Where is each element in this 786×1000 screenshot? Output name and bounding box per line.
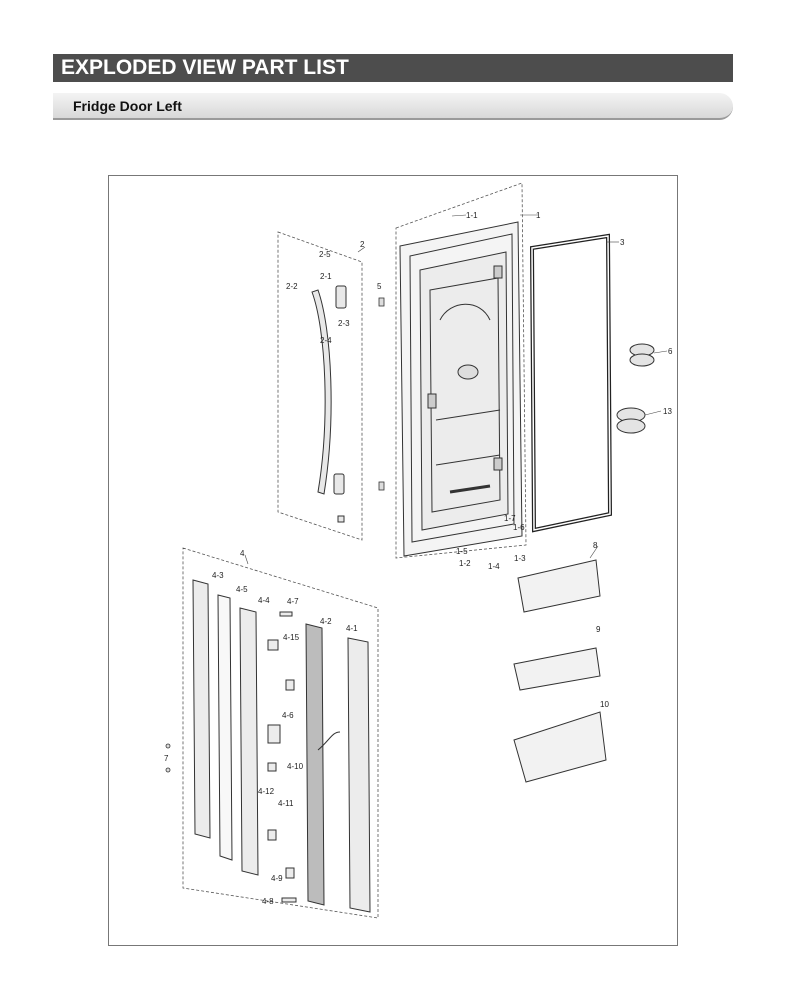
callout-2-5: 2-5 [319,250,331,259]
callout-1-4: 1-4 [488,562,500,571]
part-4-10 [267,762,277,772]
part-4-4 [239,607,259,876]
callout-4-9: 4-9 [271,874,283,883]
part-4-15 [267,639,279,651]
callout-4-12: 4-12 [258,787,275,796]
callout-13: 13 [663,407,672,416]
callout-1: 1 [536,211,541,220]
callout-4-10: 4-10 [287,762,304,771]
handle-group-boundary [277,231,363,541]
callout-6: 6 [668,347,673,356]
callout-1-5: 1-5 [456,547,468,556]
callout-8: 8 [593,541,598,550]
part-4-13 [267,829,277,841]
callout-9: 9 [596,625,601,634]
section-title: Fridge Door Left [73,98,182,114]
callout-4-11: 4-11 [278,799,294,808]
callout-7: 7 [164,754,169,763]
part-4-6 [267,724,281,744]
screws [165,297,385,773]
bin-10 [513,711,607,783]
callout-2-2: 2-2 [286,282,298,291]
part-4-8 [281,897,297,903]
callout-10: 10 [600,700,609,709]
bin-8 [517,559,601,613]
callout-4-4: 4-4 [258,596,270,605]
bin-9 [513,647,601,691]
callout-4-6: 4-6 [282,711,294,720]
part-4-5 [217,594,233,861]
callout-labels: 1 1-1 1-2 1-3 1-4 1-5 1-6 1-7 2 2-1 2-2 … [164,211,673,906]
door-group-boundary [395,182,527,559]
section-header: Fridge Door Left [53,93,733,120]
part-4-7 [279,611,293,617]
cap-group-boundary [182,547,379,919]
callout-2-1: 2-1 [320,272,332,281]
callout-5: 5 [377,282,382,291]
callout-1-7: 1-7 [504,514,516,523]
page-header: EXPLODED VIEW PART LIST [53,54,733,82]
callout-4-15: 4-15 [283,633,300,642]
diagram-frame [108,175,678,946]
cap-parts [616,343,655,434]
callout-4-2: 4-2 [320,617,332,626]
part-4-9 [285,867,295,879]
callout-4: 4 [240,549,245,558]
callout-1-1: 1-1 [466,211,478,220]
door-cap-parts [192,579,371,913]
callout-4-7: 4-7 [287,597,299,606]
callout-2-4: 2-4 [320,336,332,345]
callout-4-3: 4-3 [212,571,224,580]
callout-2-3: 2-3 [338,319,350,328]
door-handle [311,285,347,523]
leader-lines [244,214,668,565]
door-bins [513,559,607,783]
part-4-3 [192,579,211,839]
part-4-2 [305,623,325,906]
callout-4-5: 4-5 [236,585,248,594]
callout-4-1: 4-1 [346,624,358,633]
callout-1-3: 1-3 [514,554,526,563]
callout-1-2: 1-2 [459,559,471,568]
callout-1-6: 1-6 [513,523,525,532]
door-gasket [529,233,613,533]
door-liner [399,221,523,557]
callout-4-8: 4-8 [262,897,274,906]
group-boundaries [182,182,527,919]
part-4-1 [347,637,371,913]
callout-3: 3 [620,238,625,247]
page-title: EXPLODED VIEW PART LIST [61,56,349,79]
callout-2: 2 [360,240,365,249]
